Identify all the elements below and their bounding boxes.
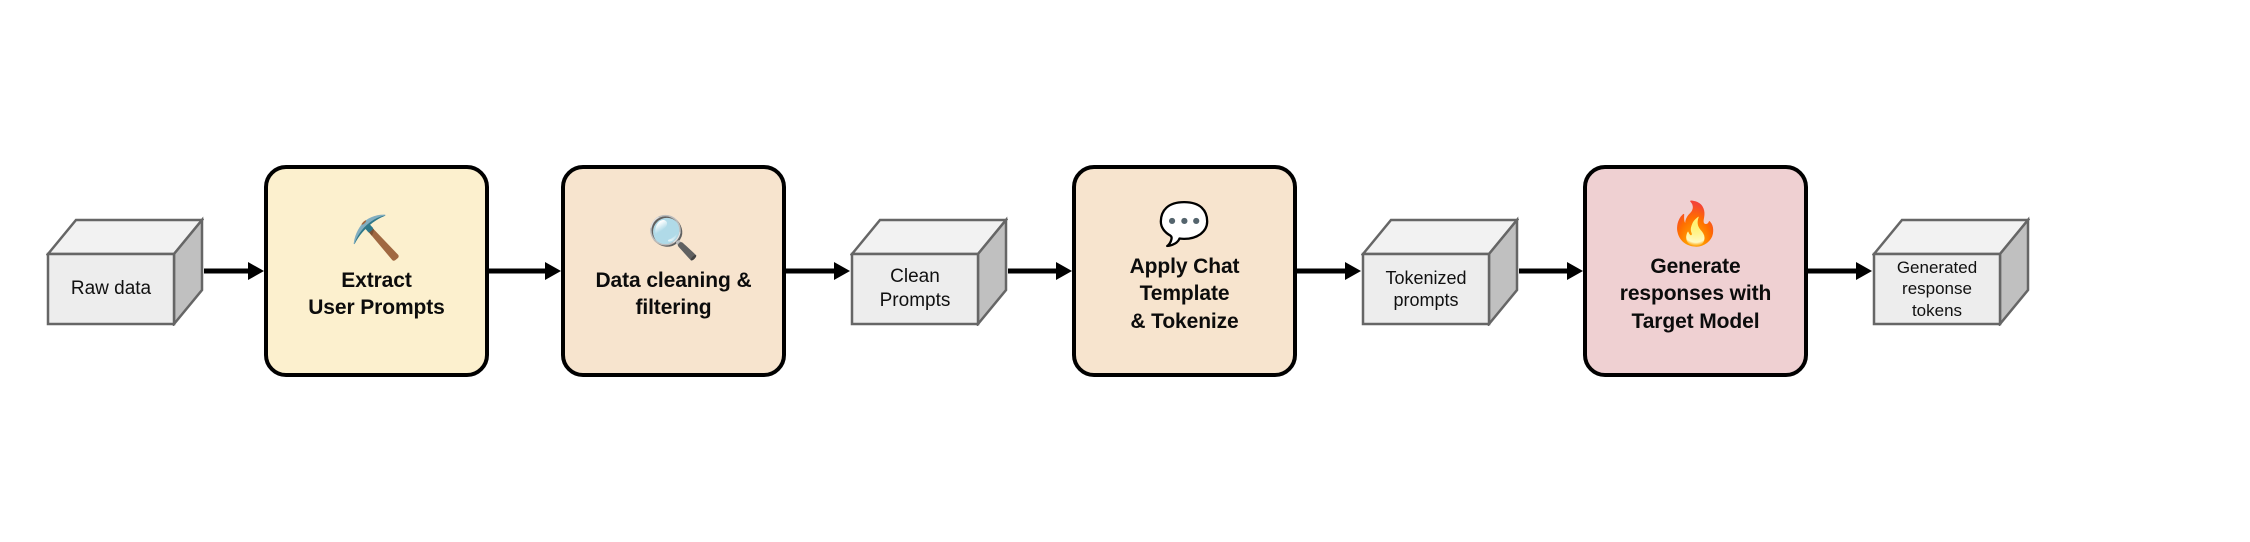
arrow-2 bbox=[489, 0, 561, 542]
arrow-5 bbox=[1297, 0, 1361, 542]
data-cleaning-filtering-box[interactable]: 🔍 Data cleaning & filtering bbox=[561, 165, 786, 377]
node-tokenized-prompts[interactable]: Tokenized prompts bbox=[1360, 216, 1520, 328]
arrow-3 bbox=[786, 0, 850, 542]
clean-prompts-cube-shape bbox=[849, 216, 1009, 328]
magnifying-glass-icon: 🔍 bbox=[647, 213, 700, 261]
pickaxe-icon: ⛏️ bbox=[350, 213, 403, 261]
speech-balloon-icon: 💬 bbox=[1158, 200, 1211, 248]
extract-user-prompts-box[interactable]: ⛏️ Extract User Prompts bbox=[264, 165, 489, 377]
node-apply-chat-template-tokenize[interactable]: 💬 Apply Chat Template & Tokenize bbox=[1072, 165, 1297, 377]
generate-responses-label: Generate responses with Target Model bbox=[1619, 255, 1772, 333]
cube-label-generated-response-tokens: Generated response tokens bbox=[1896, 258, 1978, 320]
extract-user-prompts-label: Extract User Prompts bbox=[308, 268, 445, 319]
node-extract-user-prompts[interactable]: ⛏️ Extract User Prompts bbox=[264, 165, 489, 377]
arrow-1 bbox=[204, 0, 264, 542]
node-generated-response-tokens[interactable]: Generated response tokens bbox=[1871, 216, 2031, 328]
arrow-4 bbox=[1008, 0, 1072, 542]
cube-label-clean-prompts: Clean Prompts bbox=[879, 266, 951, 311]
data-cleaning-filtering-label: Data cleaning & filtering bbox=[595, 268, 752, 319]
fire-icon: 🔥 bbox=[1669, 200, 1722, 248]
cube-label-tokenized-prompts: Tokenized prompts bbox=[1385, 267, 1467, 310]
node-data-cleaning-filtering[interactable]: 🔍 Data cleaning & filtering bbox=[561, 165, 786, 377]
apply-chat-template-tokenize-box[interactable]: 💬 Apply Chat Template & Tokenize bbox=[1072, 165, 1297, 377]
generate-responses-box[interactable]: 🔥 Generate responses with Target Model bbox=[1583, 165, 1808, 377]
raw-data-cube-shape bbox=[45, 216, 205, 328]
tokenized-prompts-cube-shape bbox=[1360, 216, 1520, 328]
arrow-7 bbox=[1808, 0, 1872, 542]
node-clean-prompts[interactable]: Clean Prompts bbox=[849, 216, 1009, 328]
node-generate-responses[interactable]: 🔥 Generate responses with Target Model bbox=[1583, 165, 1808, 377]
generated-response-tokens-cube-shape bbox=[1871, 216, 2031, 328]
node-raw-data[interactable]: Raw data bbox=[45, 216, 205, 328]
cube-label-raw-data: Raw data bbox=[70, 278, 152, 300]
arrow-6 bbox=[1519, 0, 1583, 542]
apply-chat-template-tokenize-label: Apply Chat Template & Tokenize bbox=[1129, 255, 1240, 333]
